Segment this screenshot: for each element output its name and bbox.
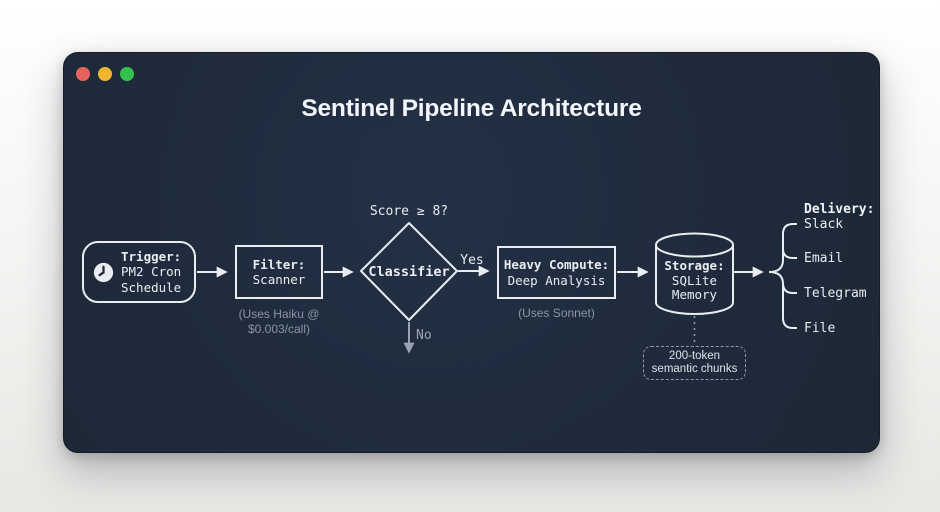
delivery-label: Delivery: (804, 202, 875, 217)
storage-annotation-text: 200-token semantic chunks (651, 349, 738, 376)
classifier-condition: Score ≥ 8? (369, 204, 449, 219)
filter-sublabel: Scanner (252, 272, 306, 287)
clock-icon (93, 262, 114, 282)
heavy-compute-note: (Uses Sonnet) (518, 306, 595, 320)
close-button[interactable] (76, 67, 90, 81)
node-filter[interactable]: Filter: Scanner (235, 245, 323, 299)
window-controls (76, 67, 134, 81)
minimize-button[interactable] (98, 67, 112, 81)
delivery-channel-telegram: Telegram (804, 286, 867, 301)
storage-annotation-box: 200-token semantic chunks (643, 346, 746, 380)
node-trigger[interactable]: Trigger: PM2 Cron Schedule (82, 241, 196, 303)
app-window: Sentinel Pipeline Architecture (63, 52, 880, 453)
flow-arrows (197, 265, 764, 278)
trigger-sublabel: PM2 Cron Schedule (121, 264, 182, 295)
delivery-channel-slack: Slack (804, 217, 844, 232)
storage-cylinder[interactable] (655, 232, 734, 315)
no-branch-label: No (416, 328, 432, 343)
filter-cost-note: (Uses Haiku @ $0.003/call) (238, 307, 320, 336)
flow-connectors (197, 222, 797, 354)
delivery-channel-email: Email (804, 251, 844, 266)
storage-sublabel: SQLite Memory (671, 272, 718, 302)
trigger-label: Trigger: (121, 248, 182, 264)
storage-label: Storage: (664, 258, 725, 273)
classifier-diamond[interactable] (360, 222, 458, 321)
heavy-compute-label: Heavy Compute: (503, 257, 610, 272)
delivery-channel-file: File (804, 321, 836, 336)
yes-branch-label: Yes (460, 253, 484, 268)
node-heavy-compute[interactable]: Heavy Compute: Deep Analysis (497, 246, 616, 299)
node-storage[interactable]: Storage: SQLite Memory (656, 258, 733, 303)
heavy-compute-sublabel: Deep Analysis (507, 272, 606, 288)
filter-label: Filter: (252, 256, 306, 272)
classifier-label: Classifier (368, 264, 450, 280)
maximize-button[interactable] (120, 67, 134, 81)
page-title: Sentinel Pipeline Architecture (301, 95, 642, 122)
delivery-bracket (768, 223, 797, 329)
